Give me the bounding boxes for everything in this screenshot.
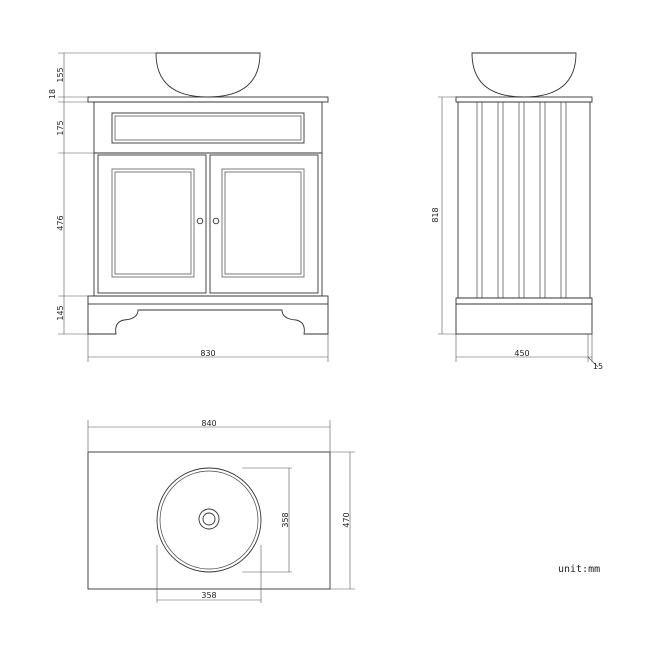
top-bowl-dim-depth-label: 358 [281,512,290,527]
top-bowl-outer [156,467,262,573]
top-dim-width-label: 840 [201,419,216,428]
front-dim-drawer-label: 175 [56,120,65,135]
unit-label: unit:mm [558,564,600,575]
side-plinth-top [455,297,593,305]
front-view: 155 18 175 476 145 830 [48,52,329,362]
front-sink-bowl [155,52,261,98]
side-overhang-leader [587,356,599,368]
top-dim-depth-label: 470 [342,512,351,527]
top-bowl-dim-width-label: 358 [201,591,216,600]
front-dim-width-label: 830 [200,349,215,358]
front-right-knob [212,217,220,225]
side-countertop [455,96,593,103]
front-dim-door-label: 476 [56,215,65,230]
side-plinth [455,303,593,335]
front-left-door [97,154,207,294]
side-view: 818 450 15 [431,52,603,371]
front-right-door [209,154,319,294]
front-dim-sink-label: 155 [56,67,65,82]
front-plinth-top [87,295,329,305]
top-countertop [87,451,331,590]
front-right-door-panel-inner [224,171,302,275]
side-dim-overhang-label: 15 [593,362,603,371]
side-dim-depth-label: 450 [514,349,529,358]
front-left-door-panel-inner [114,171,192,275]
front-carcass [93,101,323,297]
front-drawer-inner [114,115,302,141]
front-dim-plinth-label: 145 [56,305,65,320]
front-right-door-panel [221,168,305,278]
front-plinth [87,304,329,335]
front-left-knob [196,217,204,225]
top-drain-inner [202,512,216,526]
top-drain-outer [198,508,220,530]
top-view: 840 470 358 358 [87,419,355,603]
front-left-door-panel [111,168,195,278]
side-sink-bowl [471,52,577,98]
side-slats [476,102,567,298]
front-drawer [111,112,305,144]
front-countertop [87,96,329,103]
side-dim-height-label: 818 [431,207,440,222]
top-bowl-inner [159,470,259,570]
front-dim-top-label: 18 [48,89,57,99]
